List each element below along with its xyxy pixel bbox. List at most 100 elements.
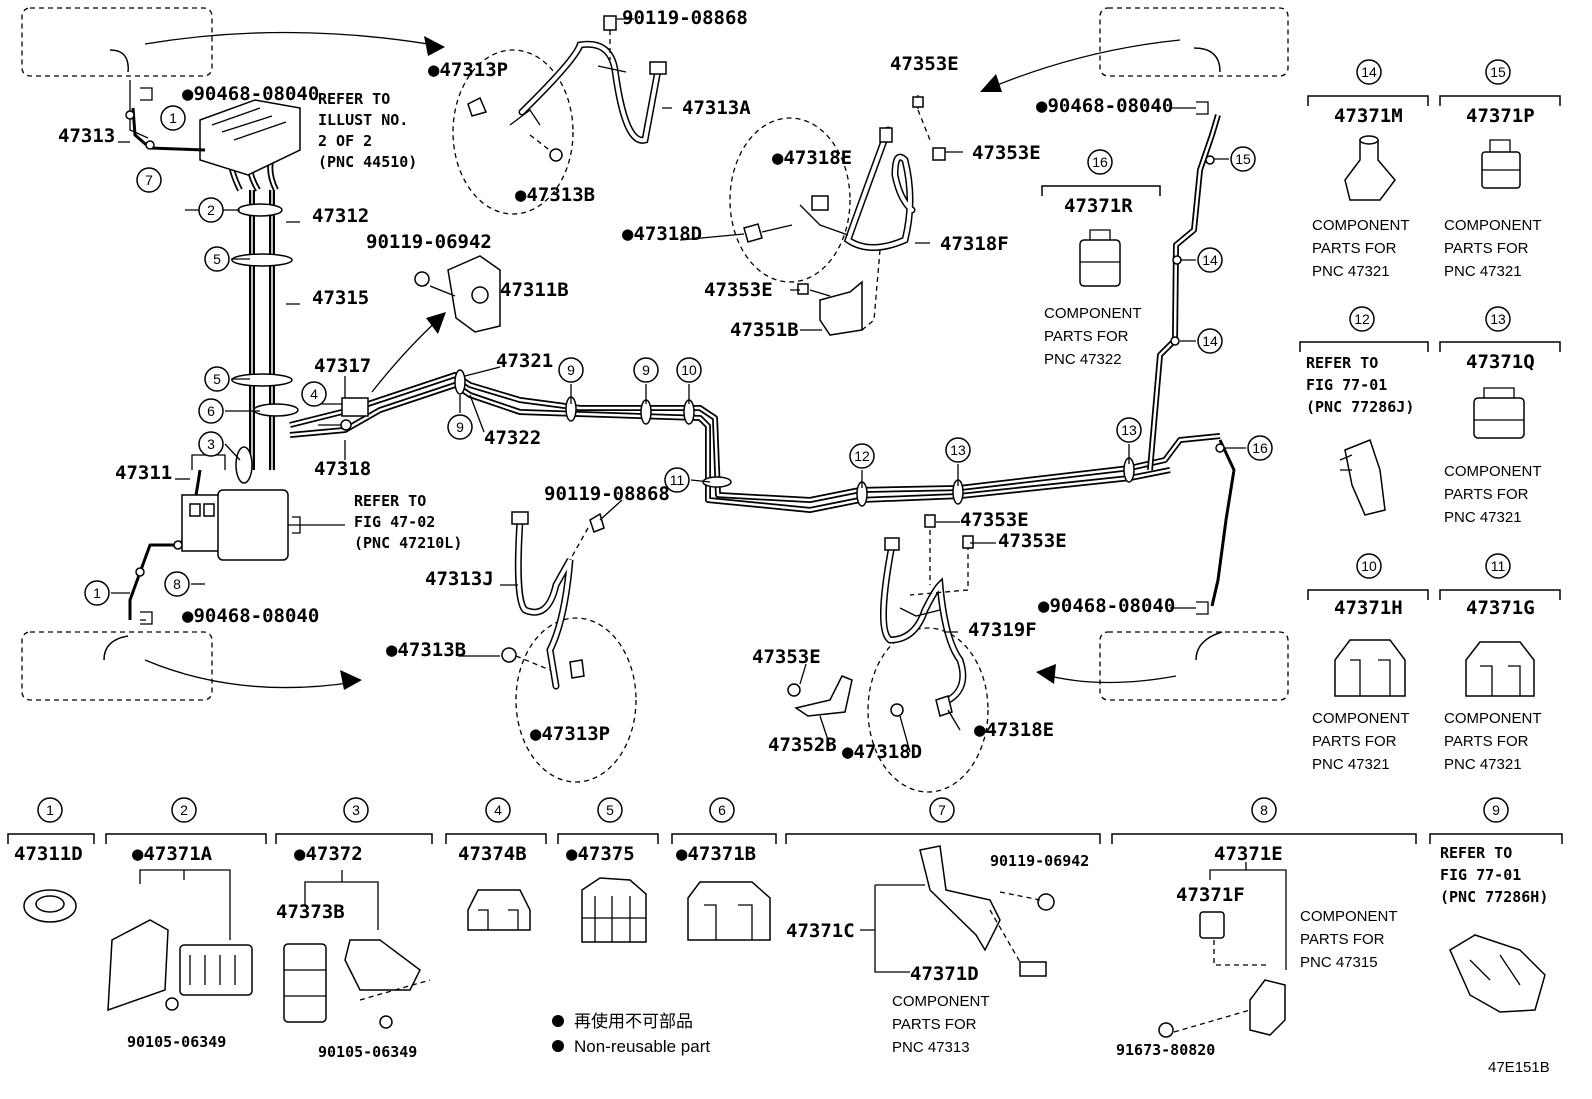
reference-marker-number: 14: [1202, 252, 1218, 268]
panel-number: 10: [1361, 558, 1377, 574]
reference-marker: [301, 381, 327, 407]
part-callout: 47319F: [968, 619, 1037, 641]
panel-number: 11: [1491, 558, 1506, 574]
reference-marker: [204, 246, 230, 272]
bottom-panel-4: 4 47374B: [445, 797, 547, 931]
hose-group-47318F: [729, 95, 946, 336]
panel-text: FIG 77-01: [1440, 866, 1521, 884]
reference-marker-number: 13: [1121, 422, 1137, 438]
hose-group-47319F: [787, 514, 989, 793]
reference-marker: [204, 366, 230, 392]
reference-marker: [164, 571, 190, 597]
reference-marker-number: 3: [207, 436, 215, 452]
diagram-code: 47E151B: [1488, 1059, 1550, 1076]
part-callout: 47351B: [730, 319, 799, 341]
reference-marker-number: 12: [854, 448, 870, 464]
part-callout: ●47313B: [386, 639, 466, 661]
side-panel-13: 13 47371Q COMPONENT PARTS FOR PNC 47321: [1439, 306, 1561, 526]
side-panel-10: 10 47371H COMPONENT PARTS FOR PNC 47321: [1307, 553, 1429, 773]
panel-number: 9: [1492, 802, 1500, 818]
reference-marker: [633, 357, 659, 383]
part-callout: ●90468-08040: [1036, 95, 1173, 117]
panel-text: PNC 47322: [1044, 351, 1122, 368]
reference-marker-number: 14: [1202, 333, 1218, 349]
panel-part-number: 47371C: [786, 920, 855, 942]
panel-text: PNC 47313: [892, 1039, 970, 1056]
panel-text: COMPONENT: [1444, 463, 1542, 480]
panel-part-number: 47371H: [1334, 597, 1403, 619]
side-panel-15: 15 47371P COMPONENT PARTS FOR PNC 47321: [1439, 59, 1561, 280]
part-callout: ●47318E: [974, 719, 1054, 741]
reference-marker-number: 1: [93, 585, 101, 601]
brake-pipe-bundle: [131, 99, 1236, 607]
panel-text: REFER TO: [1306, 354, 1378, 372]
part-callout: 47313: [58, 125, 115, 147]
panel-part-number: 47371R: [1064, 195, 1133, 217]
panel-part-number: 47371P: [1466, 105, 1535, 127]
reference-marker: [1116, 417, 1142, 443]
reference-marker-number: 5: [213, 371, 221, 387]
reference-marker: [198, 398, 224, 424]
bottom-panel-9: 9 REFER TO FIG 77-01 (PNC 77286H): [1429, 797, 1563, 1013]
part-callout: 47313J: [425, 568, 494, 590]
part-callout: 47318F: [940, 233, 1009, 255]
panel-text: COMPONENT: [1300, 908, 1398, 925]
panel-number: 6: [718, 802, 726, 818]
part-callout: ●90468-08040: [1038, 595, 1175, 617]
bottom-panel-8: 8 47371E 47371F 91673-80820 COMPONENT PA…: [1111, 797, 1417, 1059]
reference-marker-number: 5: [213, 251, 221, 267]
panel-text: (PNC 77286J): [1306, 398, 1414, 416]
part-callout: 47353E: [972, 142, 1041, 164]
panel-text: (PNC 77286H): [1440, 888, 1548, 906]
panel-text: PNC 47321: [1444, 509, 1522, 526]
part-47311B: [414, 255, 501, 333]
panel-text: PNC 47315: [1300, 954, 1378, 971]
reference-marker: [198, 197, 224, 223]
part-callout: ●90468-08040: [182, 605, 319, 627]
panel-text: PARTS FOR: [1312, 240, 1397, 257]
panel-text: PARTS FOR: [1444, 733, 1529, 750]
part-callout: 47353E: [890, 53, 959, 75]
part-callout: 90119-08868: [622, 7, 748, 29]
panel-number: 12: [1354, 311, 1370, 327]
bottom-panel-3: 3 ●47372 47373B 90105-06349: [275, 797, 433, 1061]
reference-marker-number: 7: [145, 172, 153, 188]
panel-sub-part: 47371D: [910, 963, 979, 985]
reference-marker-number: 15: [1235, 151, 1251, 167]
side-panel-11: 11 47371G COMPONENT PARTS FOR PNC 47321: [1439, 553, 1561, 773]
panel-text: COMPONENT: [1312, 217, 1410, 234]
reference-marker: [198, 431, 224, 457]
panel-text: PNC 47321: [1444, 263, 1522, 280]
part-callout: 47311B: [500, 279, 569, 301]
panel-text: PNC 47321: [1444, 756, 1522, 773]
part-callout: 47352B: [768, 734, 837, 756]
bottom-panel-7: 7 47371C 90119-06942 47371D COMPONENT PA…: [785, 797, 1101, 1056]
part-number-callouts: 47313●90468-08040473124731590119-0694247…: [58, 7, 1175, 763]
panel-text: PARTS FOR: [1044, 328, 1129, 345]
panel-sub-part: 91673-80820: [1116, 1041, 1215, 1059]
reference-note-line: FIG 47-02: [354, 513, 435, 531]
reference-marker-number: 11: [670, 472, 685, 488]
reference-marker: [558, 357, 584, 383]
reference-note-line: REFER TO: [318, 90, 390, 108]
direction-arrows: [144, 31, 1181, 690]
reference-marker-number: 8: [173, 576, 181, 592]
reference-note-line: (PNC 44510): [318, 153, 417, 171]
part-callout: 47353E: [704, 279, 773, 301]
legend-en: Non-reusable part: [574, 1037, 710, 1056]
legend: 再使用不可部品 Non-reusable part: [552, 1011, 710, 1056]
reference-marker: [1230, 146, 1256, 172]
panel-text: PARTS FOR: [1312, 733, 1397, 750]
part-callout: 47313A: [682, 97, 751, 119]
reference-marker-number: 10: [681, 362, 697, 378]
panel-text: REFER TO: [1440, 844, 1512, 862]
part-callout: 47312: [312, 205, 369, 227]
reference-marker: [447, 414, 473, 440]
panel-part-number: 47371Q: [1466, 351, 1535, 373]
bottom-panel-1: 1 47311D: [7, 797, 95, 923]
part-callout: ●47313P: [428, 59, 508, 81]
panel-text: COMPONENT: [892, 993, 990, 1010]
reference-marker-number: 9: [456, 419, 464, 435]
panel-number: 8: [1260, 802, 1268, 818]
panel-text: PNC 47321: [1312, 263, 1390, 280]
